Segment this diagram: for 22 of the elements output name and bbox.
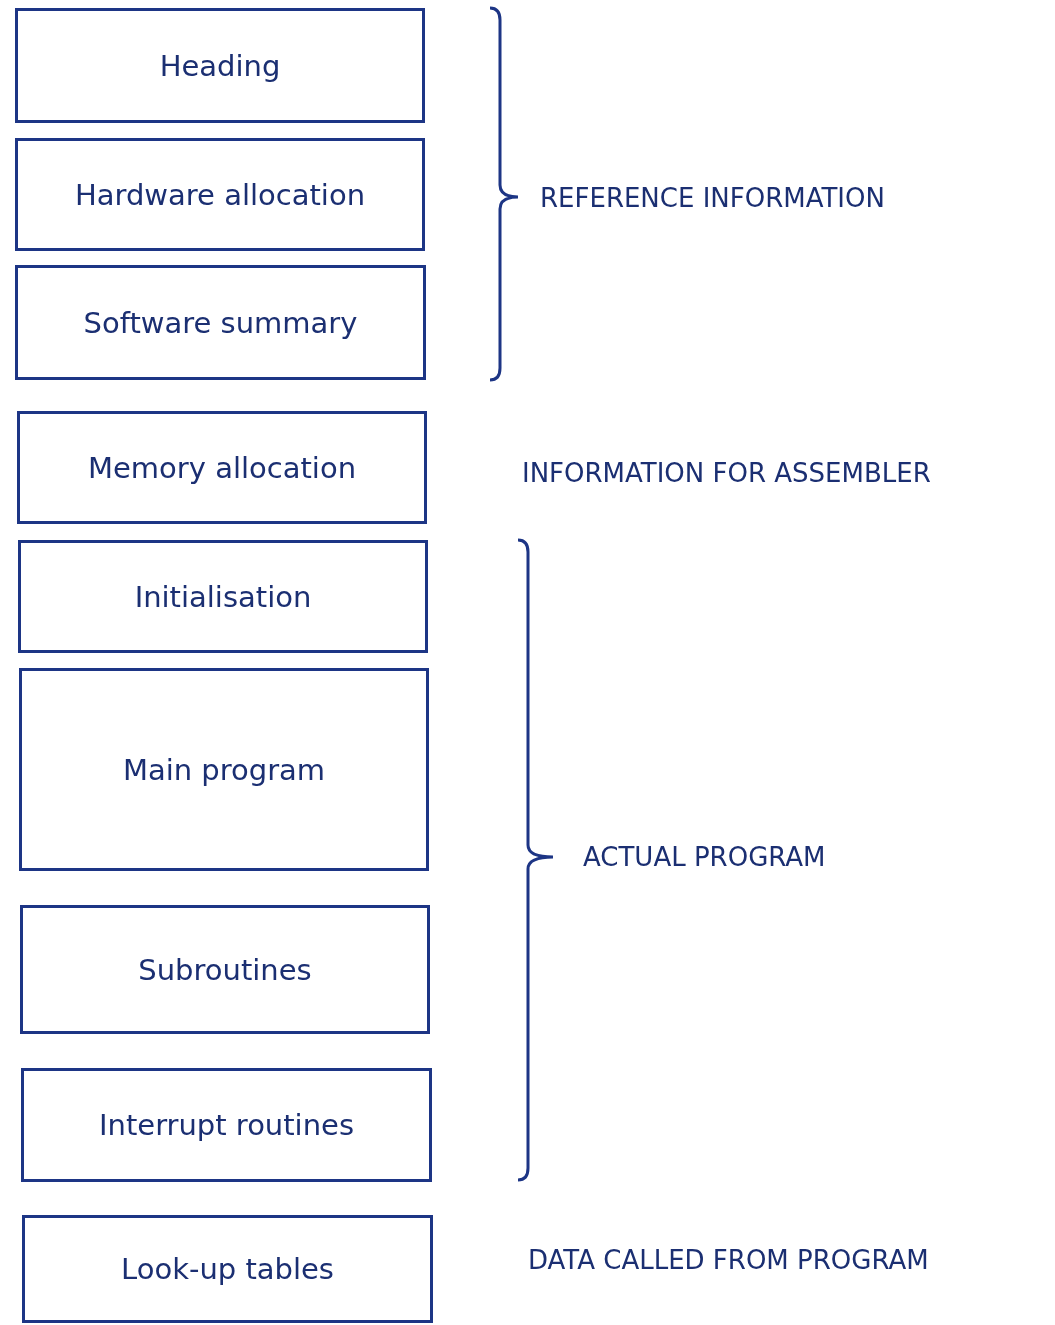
section-label: INFORMATION FOR ASSEMBLER	[522, 458, 931, 488]
section-label: DATA CALLED FROM PROGRAM	[528, 1245, 929, 1275]
box-label: Main program	[122, 752, 326, 787]
box-label: Memory allocation	[87, 450, 357, 485]
box-label: Interrupt routines	[99, 1108, 354, 1142]
section-box	[15, 8, 425, 123]
box-label: Subroutines	[138, 952, 312, 987]
section-box	[15, 138, 425, 251]
box-label: Hardware allocation	[74, 177, 366, 212]
section-box	[17, 411, 427, 524]
section-label: REFERENCE INFORMATION	[540, 183, 885, 213]
section-box	[18, 540, 428, 653]
section-box	[20, 905, 430, 1034]
box-label: Heading	[159, 48, 281, 83]
section-box	[22, 1215, 433, 1323]
section-box	[21, 1068, 432, 1182]
box-label: Initialisation	[134, 579, 312, 614]
box-label: Software summary	[83, 305, 358, 340]
box-label: Look-up tables	[121, 1252, 334, 1286]
section-box	[19, 668, 429, 871]
section-box	[15, 265, 426, 380]
section-label: ACTUAL PROGRAM	[583, 842, 826, 872]
